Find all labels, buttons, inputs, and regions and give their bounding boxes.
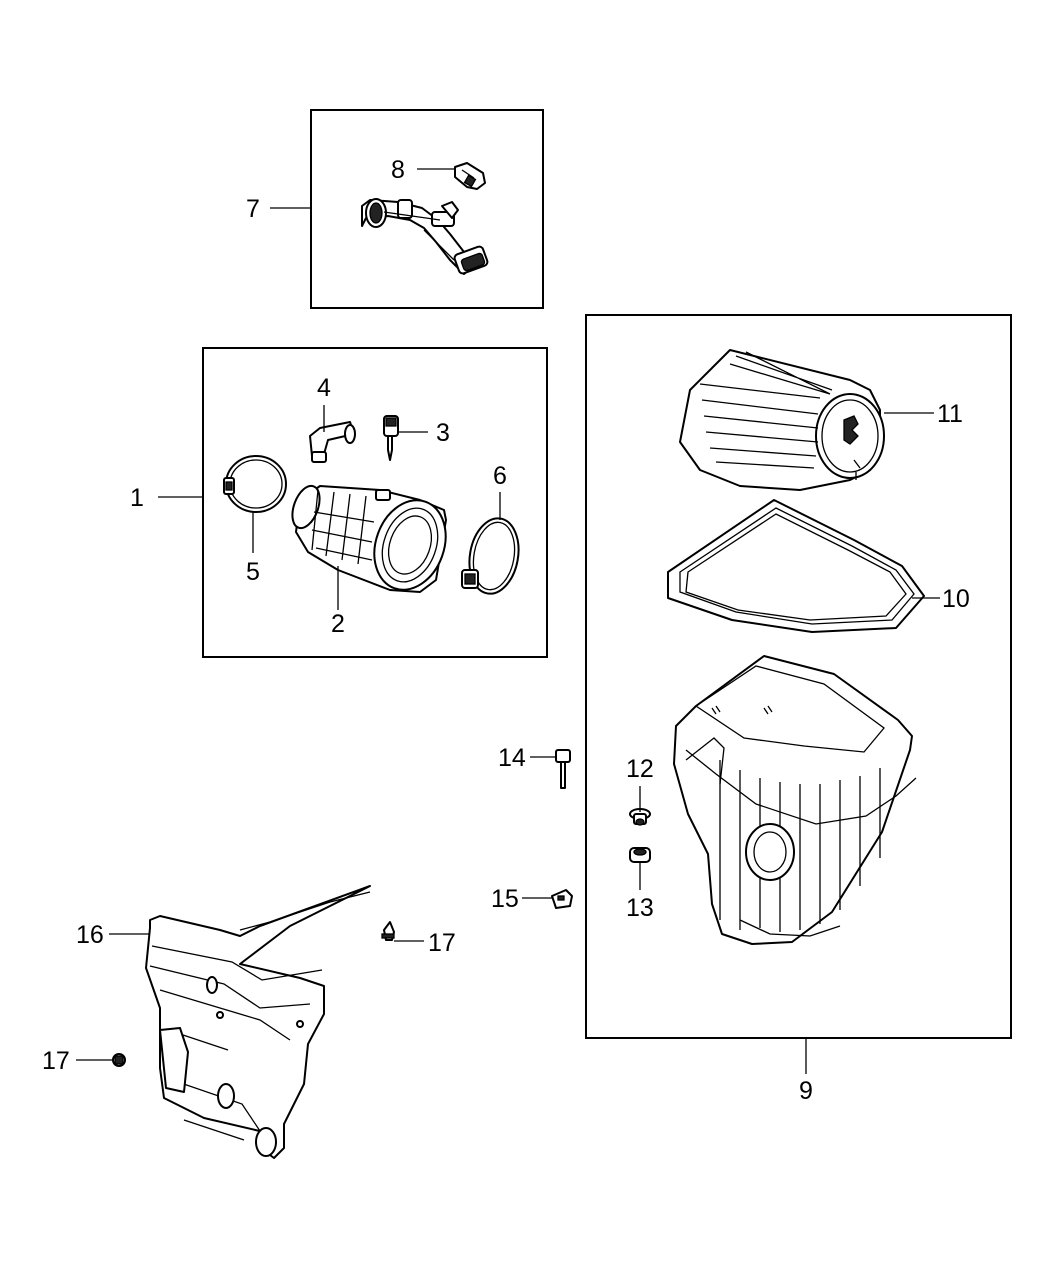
callout-4: 4 xyxy=(317,374,331,402)
part-2-inlet-hose[interactable] xyxy=(287,482,457,600)
callout-8: 8 xyxy=(391,156,405,184)
group-frame-9 xyxy=(585,314,1012,1039)
part-5-hose-clamp[interactable] xyxy=(223,455,287,513)
part-16-shield[interactable] xyxy=(145,885,371,1159)
part-4-elbow-fitting[interactable] xyxy=(309,421,356,463)
callout-17-right: 17 xyxy=(428,929,456,957)
callout-9: 9 xyxy=(799,1077,813,1105)
callout-10: 10 xyxy=(942,585,970,613)
callout-17-left: 17 xyxy=(42,1047,70,1075)
part-10-filter-seal[interactable] xyxy=(667,499,925,633)
callout-6: 6 xyxy=(493,462,507,490)
callout-16: 16 xyxy=(76,921,104,949)
callout-3: 3 xyxy=(436,419,450,447)
callout-11: 11 xyxy=(937,400,963,428)
leader-lines xyxy=(76,168,940,1074)
callout-15: 15 xyxy=(491,885,519,913)
part-8-connector[interactable] xyxy=(454,162,486,190)
part-15-clip[interactable] xyxy=(551,889,573,909)
callout-1: 1 xyxy=(130,484,144,512)
group-frame-1 xyxy=(202,347,548,658)
callout-13: 13 xyxy=(626,894,654,922)
part-11-air-filter[interactable] xyxy=(679,349,885,491)
part-14-bolt[interactable] xyxy=(555,749,571,789)
part-3-sensor[interactable] xyxy=(383,415,399,461)
callout-5: 5 xyxy=(246,558,260,586)
callout-12: 12 xyxy=(626,755,654,783)
group-frame-7 xyxy=(310,109,544,309)
part-7-hose-assembly[interactable] xyxy=(361,198,489,275)
part-12-grommet[interactable] xyxy=(629,808,651,826)
part-17-push-pin-a[interactable] xyxy=(381,921,395,941)
callout-labels: 7 8 1 4 3 5 6 2 11 10 9 14 12 13 15 16 1… xyxy=(42,156,970,1105)
part-6-hose-clamp[interactable] xyxy=(461,514,524,597)
callout-2: 2 xyxy=(331,610,345,638)
callout-14: 14 xyxy=(498,744,526,772)
part-17-push-pin-b[interactable] xyxy=(112,1053,126,1067)
part-13-isolator[interactable] xyxy=(629,847,651,863)
part-9-airbox-housing[interactable] xyxy=(673,655,917,945)
callout-7: 7 xyxy=(246,195,260,223)
